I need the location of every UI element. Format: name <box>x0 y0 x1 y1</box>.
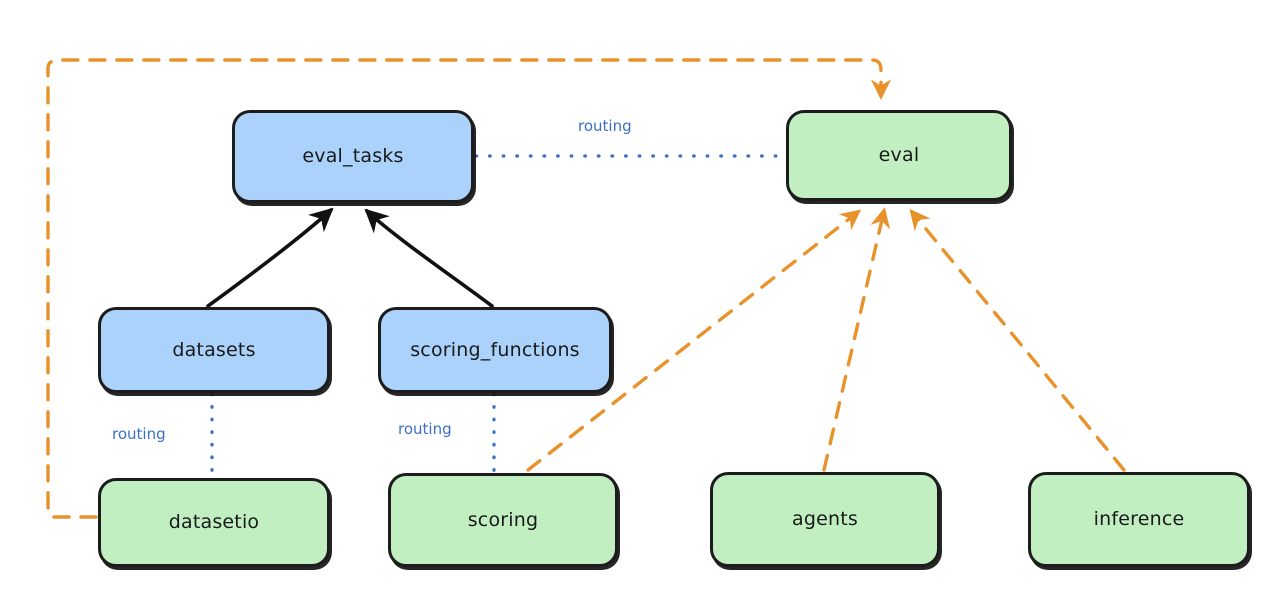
edge-inference-to-eval <box>909 208 1126 472</box>
node-agents[interactable]: agents <box>710 472 940 567</box>
node-datasets[interactable]: datasets <box>98 307 330 393</box>
node-label: scoring_functions <box>410 338 580 361</box>
edge-label-routing-datasetio: routing <box>112 425 166 443</box>
node-label: datasetio <box>168 511 260 533</box>
node-label: scoring <box>467 508 539 531</box>
node-datasetio[interactable]: datasetio <box>98 478 330 567</box>
node-label: eval_tasks <box>302 145 404 167</box>
edge-label-routing-scoring: routing <box>398 420 452 438</box>
node-scoring-functions[interactable]: scoring_functions <box>378 307 612 393</box>
edge-agents-to-eval <box>822 207 891 472</box>
edge-datasetio-to-eval <box>46 58 892 519</box>
node-eval-tasks[interactable]: eval_tasks <box>232 110 474 203</box>
node-label: inference <box>1093 508 1185 530</box>
node-label: agents <box>792 508 858 530</box>
node-label: datasets <box>172 338 256 361</box>
edge-label-routing-eval: routing <box>578 117 632 135</box>
node-eval[interactable]: eval <box>786 110 1012 201</box>
node-scoring[interactable]: scoring <box>388 473 618 567</box>
node-label: eval <box>878 144 920 166</box>
node-inference[interactable]: inference <box>1028 472 1250 567</box>
edge-datasets-to-eval-tasks <box>206 207 334 308</box>
edge-scoring-to-eval <box>526 209 862 472</box>
edge-scoring-functions-to-eval-tasks <box>364 208 494 308</box>
